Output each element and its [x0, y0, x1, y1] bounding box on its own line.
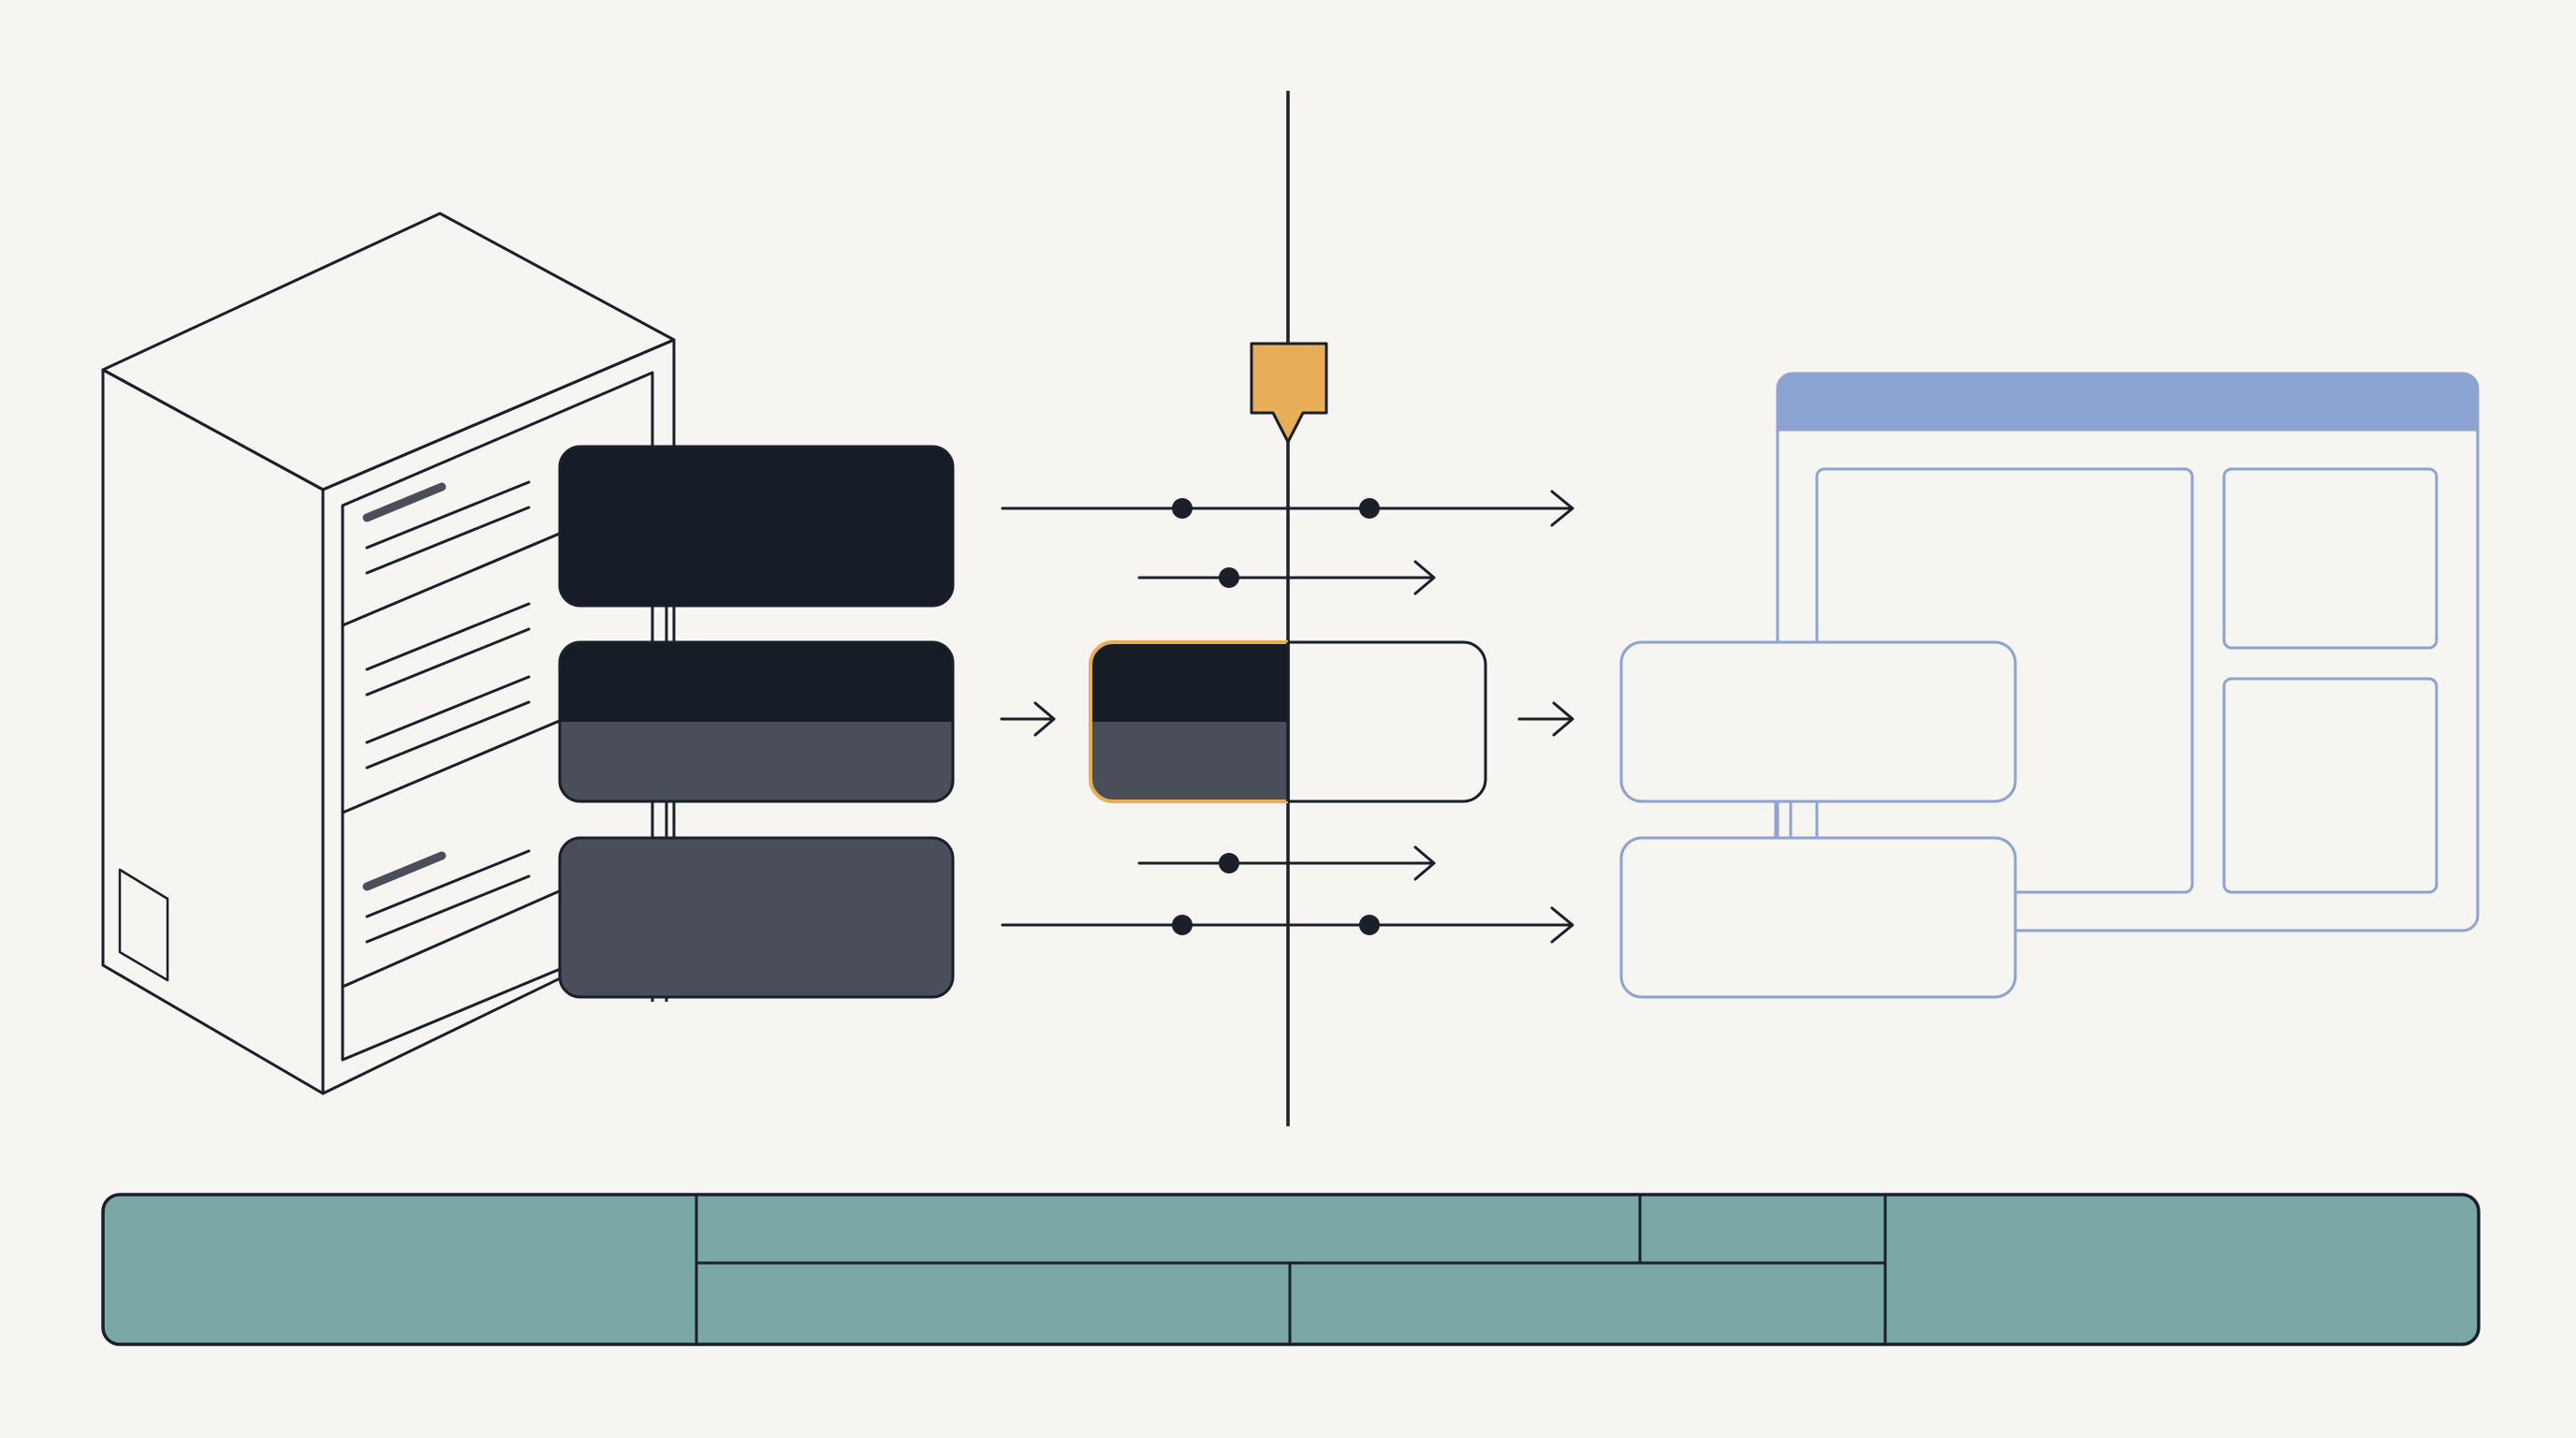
source-block-split [558, 640, 955, 803]
target-block-2 [1619, 836, 2017, 999]
flow-lower-arrow [1137, 845, 1436, 881]
target-connectors [1774, 801, 1793, 838]
target-block-1 [1619, 640, 2017, 803]
flow-dot [1359, 498, 1380, 519]
flow-upper-arrow [1137, 560, 1436, 595]
flow-top-arrow [1001, 490, 1574, 527]
timeline-bar [101, 1193, 2481, 1346]
flow-dot [1219, 567, 1239, 588]
transition-block [1089, 640, 1487, 803]
window-side-panel-bottom [2222, 677, 2438, 894]
flow-dots [1172, 498, 1380, 935]
source-block-gray [558, 836, 955, 999]
flow-dot [1359, 915, 1380, 935]
server-drawer-lines [362, 480, 531, 944]
flow-dot [1219, 853, 1239, 873]
flow-dot [1172, 498, 1193, 519]
flow-dot [1172, 915, 1193, 935]
flow-middle-in-arrow [1000, 701, 1056, 737]
window-side-panel-top [2222, 467, 2438, 650]
flow-bottom-arrow [1001, 906, 1574, 944]
source-block-dark [558, 445, 955, 608]
flow-middle-out-arrow [1517, 701, 1574, 737]
marker-pin-icon [1250, 342, 1328, 444]
